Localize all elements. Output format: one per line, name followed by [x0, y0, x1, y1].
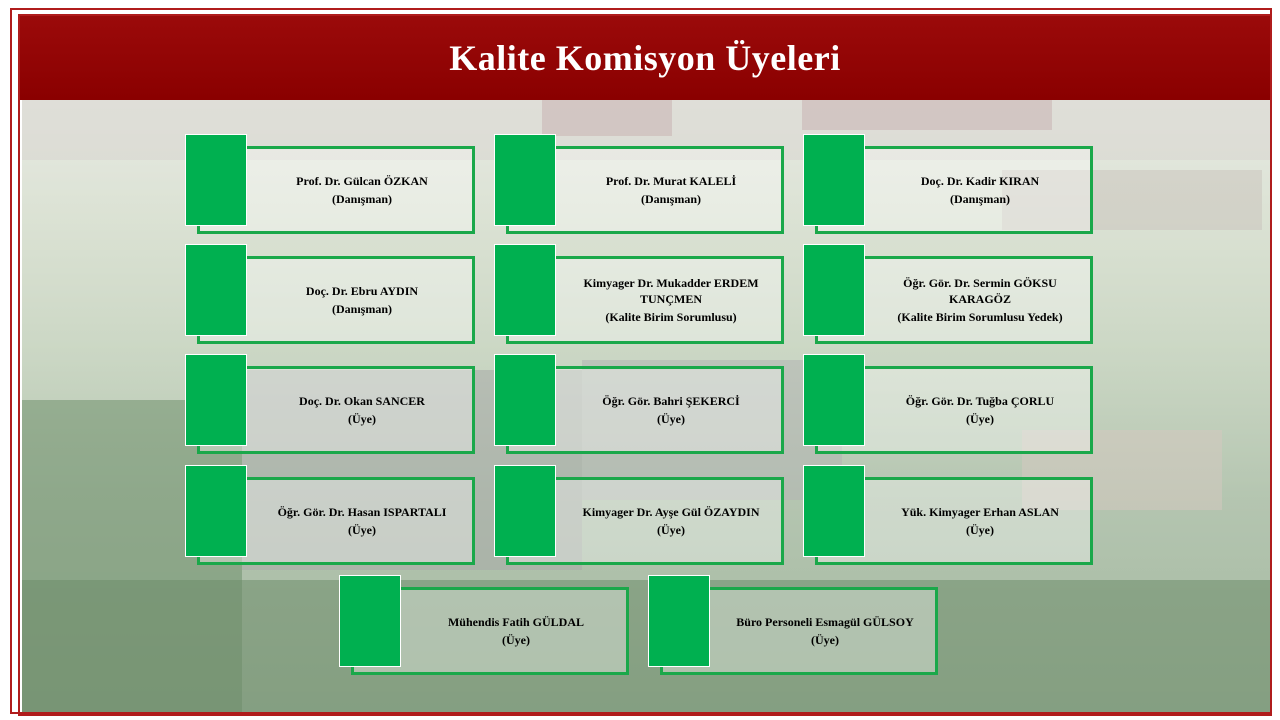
member-role: (Danışman): [949, 192, 1010, 206]
page-title: Kalite Komisyon Üyeleri: [449, 38, 841, 78]
inner-frame: [18, 14, 1272, 716]
member-card: Öğr. Gör. Dr. Tuğba ÇORLU (Üye): [803, 354, 1093, 454]
member-photo-placeholder: [803, 134, 865, 226]
member-name: Doç. Dr. Okan SANCER: [299, 393, 425, 408]
member-role: (Danışman): [331, 302, 392, 316]
member-card: Prof. Dr. Gülcan ÖZKAN (Danışman): [185, 134, 475, 234]
member-photo-placeholder: [339, 575, 401, 667]
member-photo-placeholder: [648, 575, 710, 667]
member-role: (Üye): [811, 633, 839, 647]
member-card: Doç. Dr. Okan SANCER (Üye): [185, 354, 475, 454]
member-name: Öğr. Gör. Dr. Hasan ISPARTALI: [277, 504, 447, 519]
member-photo-placeholder: [185, 244, 247, 336]
member-name: Prof. Dr. Murat KALELİ: [605, 173, 737, 188]
member-card: Öğr. Gör. Dr. Hasan ISPARTALI (Üye): [185, 465, 475, 565]
member-card: Mühendis Fatih GÜLDAL (Üye): [339, 575, 629, 675]
member-name: Doç. Dr. Kadir KIRAN: [920, 173, 1040, 188]
member-role: (Danışman): [331, 192, 392, 206]
member-role: (Kalite Birim Sorumlusu Yedek): [897, 310, 1063, 325]
member-photo-placeholder: [803, 244, 865, 336]
member-role: (Üye): [966, 523, 994, 537]
member-photo-placeholder: [494, 134, 556, 226]
member-card: Büro Personeli Esmagül GÜLSOY (Üye): [648, 575, 938, 675]
member-name: Kimyager Dr. Mukadder ERDEM TUNÇMEN: [583, 275, 759, 306]
member-name: Mühendis Fatih GÜLDAL: [447, 614, 585, 629]
member-photo-placeholder: [185, 465, 247, 557]
member-role: (Üye): [502, 633, 530, 647]
member-name: Doç. Dr. Ebru AYDIN: [305, 283, 419, 298]
member-card: Öğr. Gör. Bahri ŞEKERCİ (Üye): [494, 354, 784, 454]
member-photo-placeholder: [494, 465, 556, 557]
member-card: Öğr. Gör. Dr. Sermin GÖKSU KARAGÖZ (Kali…: [803, 244, 1093, 344]
member-card: Yük. Kimyager Erhan ASLAN (Üye): [803, 465, 1093, 565]
member-name: Öğr. Gör. Dr. Tuğba ÇORLU: [905, 393, 1055, 408]
title-banner: Kalite Komisyon Üyeleri: [20, 16, 1270, 100]
member-name: Prof. Dr. Gülcan ÖZKAN: [296, 173, 428, 188]
member-name: Yük. Kimyager Erhan ASLAN: [901, 504, 1059, 519]
member-name: Büro Personeli Esmagül GÜLSOY: [736, 614, 914, 629]
member-role: (Üye): [966, 412, 994, 426]
member-name: Öğr. Gör. Dr. Sermin GÖKSU KARAGÖZ: [903, 275, 1057, 306]
member-card: Doç. Dr. Ebru AYDIN (Danışman): [185, 244, 475, 344]
member-card: Kimyager Dr. Ayşe Gül ÖZAYDIN (Üye): [494, 465, 784, 565]
member-card: Doç. Dr. Kadir KIRAN (Danışman): [803, 134, 1093, 234]
member-role: (Danışman): [640, 192, 701, 206]
member-name: Öğr. Gör. Bahri ŞEKERCİ: [602, 393, 740, 408]
member-photo-placeholder: [803, 465, 865, 557]
member-role: (Üye): [657, 412, 685, 426]
member-photo-placeholder: [494, 244, 556, 336]
member-role: (Kalite Birim Sorumlusu): [605, 310, 737, 325]
member-photo-placeholder: [494, 354, 556, 446]
member-photo-placeholder: [185, 134, 247, 226]
member-photo-placeholder: [803, 354, 865, 446]
member-photo-placeholder: [185, 354, 247, 446]
member-name: Kimyager Dr. Ayşe Gül ÖZAYDIN: [582, 504, 760, 519]
member-role: (Üye): [657, 523, 685, 537]
member-card: Kimyager Dr. Mukadder ERDEM TUNÇMEN (Kal…: [494, 244, 784, 344]
member-card: Prof. Dr. Murat KALELİ (Danışman): [494, 134, 784, 234]
member-role: (Üye): [348, 412, 376, 426]
member-role: (Üye): [348, 523, 376, 537]
